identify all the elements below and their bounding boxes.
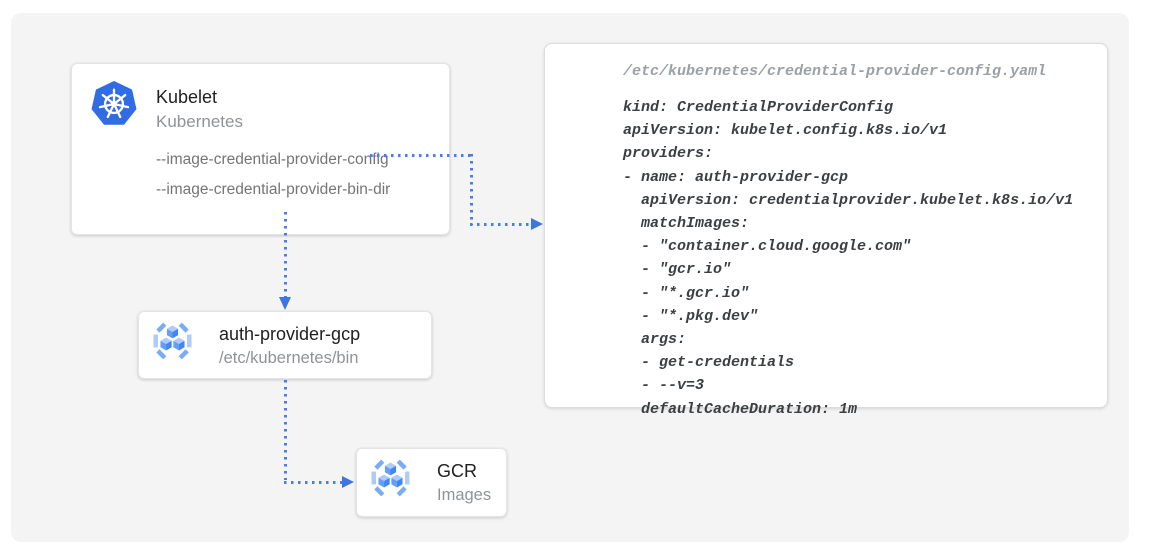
yaml-config-card: /etc/kubernetes/credential-provider-conf…: [544, 43, 1108, 418]
yaml-filename: /etc/kubernetes/credential-provider-conf…: [623, 63, 1047, 80]
edge-config-to-yaml-segment: [470, 223, 531, 226]
gcr-title: GCR: [437, 461, 477, 481]
arrowhead-right-icon: [342, 476, 354, 488]
arrowhead-right-icon: [531, 218, 543, 230]
auth-provider-title: auth-provider-gcp: [219, 324, 361, 344]
container-registry-icon: [151, 321, 194, 366]
kubernetes-helm-icon: [89, 80, 139, 133]
auth-provider-path: /etc/kubernetes/bin: [219, 349, 359, 367]
auth-provider-card: auth-provider-gcp /etc/kubernetes/bin: [138, 311, 432, 379]
kubelet-card: Kubelet Kubernetes --image-credential-pr…: [71, 63, 450, 235]
edge-auth-to-gcr-segment: [284, 481, 343, 484]
container-registry-icon: [369, 458, 412, 503]
arrowhead-down-icon: [279, 297, 291, 310]
kubelet-flag-bin-dir: --image-credential-provider-bin-dir: [156, 181, 391, 198]
gcr-subtitle: Images: [437, 486, 492, 504]
edge-config-to-yaml-segment: [370, 154, 471, 157]
gcr-card: GCR Images: [356, 448, 507, 517]
yaml-code: kind: CredentialProviderConfig apiVersio…: [623, 99, 1074, 418]
kubelet-flag-config: --image-credential-provider-config: [156, 151, 389, 168]
kubelet-title: Kubelet: [156, 87, 218, 107]
edge-config-to-yaml-segment: [470, 154, 473, 225]
kubelet-subtitle: Kubernetes: [156, 112, 243, 131]
edge-auth-to-gcr-segment: [284, 380, 287, 480]
edge-kubelet-to-auth-segment: [284, 212, 287, 297]
